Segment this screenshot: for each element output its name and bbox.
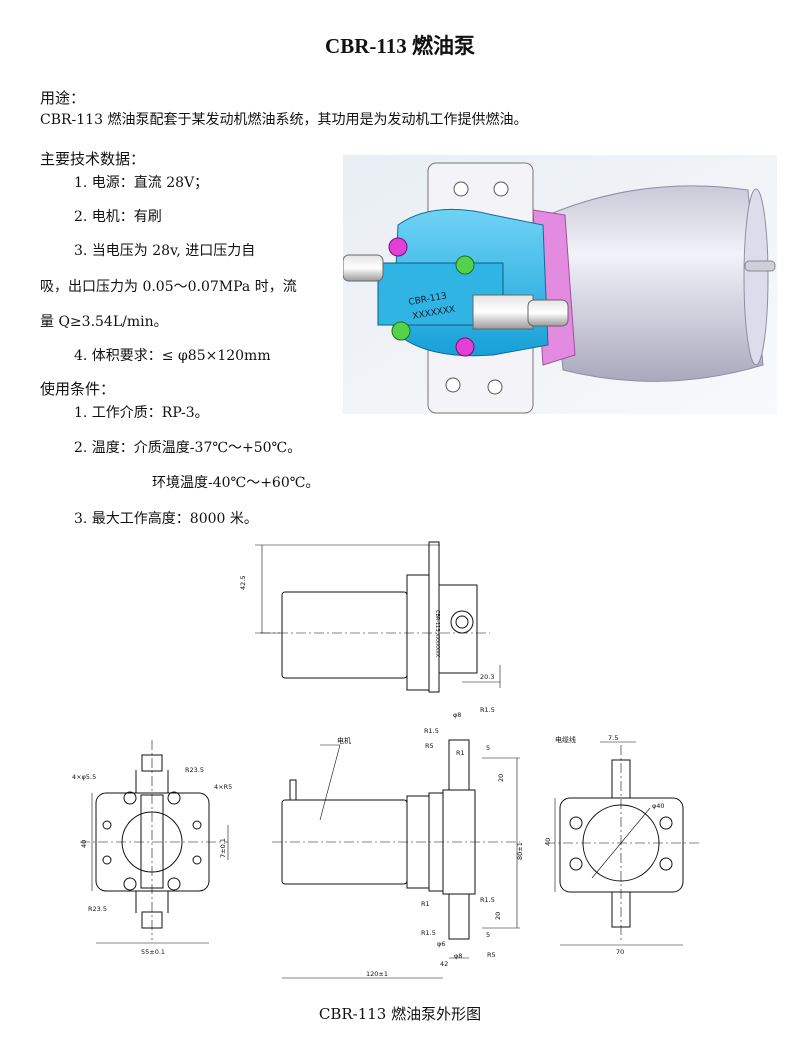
dim-r1-5-c: R1.5	[480, 896, 495, 904]
label-motor: 电机	[337, 736, 351, 745]
specs-heading: 主要技术数据：	[40, 150, 146, 168]
spec-item-3-line-2: 吸，出口压力为 0.05～0.07MPa 时，流	[40, 279, 297, 295]
dim-r1-a: R1	[456, 749, 465, 757]
page-title: CBR-113 燃油泵	[325, 34, 475, 58]
condition-item-2-line-1: 2. 温度：介质温度-37℃～+50℃。	[74, 440, 302, 456]
technical-drawing: 42.5 20.3 CBR-113 XXXXXXX R23.5 4×φ5.5 4…	[72, 541, 700, 979]
dim-120: 120±1	[366, 970, 388, 978]
dim-r1-b: R1	[421, 900, 430, 908]
spec-item-3-line-1: 3. 当电压为 28v, 进口压力自	[74, 243, 256, 259]
dim-7-0-1: 7±0.1	[219, 838, 227, 858]
spec-item-3-line-3: 量 Q≥3.54L/min。	[40, 314, 168, 330]
spec-item-2: 2. 电机：有刷	[74, 209, 162, 225]
dim-4x-r5: 4×R5	[214, 783, 232, 791]
label-cable: 电缆线	[555, 735, 576, 744]
dim-phi8-a: φ8	[453, 711, 461, 719]
spec-item-1: 1. 电源：直流 28V；	[74, 175, 209, 191]
dim-80-1: 80±1	[516, 842, 524, 860]
dim-20-3: 20.3	[480, 673, 494, 681]
dim-42: 42	[440, 960, 448, 968]
figure-caption: CBR-113 燃油泵外形图	[318, 1005, 482, 1023]
dim-4x-phi5-5: 4×φ5.5	[72, 773, 96, 781]
dim-5-a: 5	[486, 744, 490, 752]
dim-r23-5-bottom: R23.5	[88, 905, 107, 913]
side-label: CBR-113 XXXXXXX	[434, 610, 440, 658]
dim-42-5: 42.5	[239, 576, 247, 590]
dim-70: 70	[616, 948, 624, 956]
dim-phi8-b: φ8	[454, 952, 462, 960]
dim-40-left: 40	[80, 840, 88, 848]
dim-20-b: 20	[494, 912, 502, 920]
usage-heading: 用途：	[40, 89, 86, 107]
dim-r5-b: R5	[487, 951, 496, 959]
condition-item-1: 1. 工作介质：RP-3。	[74, 405, 209, 421]
dim-r23-5-top: R23.5	[185, 766, 204, 774]
pump-3d-render: CBR-113 XXXXXXX	[343, 155, 777, 414]
dim-phi40: φ40	[652, 802, 665, 810]
dim-phi6: φ6	[437, 940, 445, 948]
dim-7-5: 7.5	[608, 734, 618, 742]
condition-item-2-line-2: 环境温度-40℃～+60℃。	[152, 475, 320, 491]
dim-40-right: 40	[544, 838, 552, 846]
dim-55: 55±0.1	[141, 948, 165, 956]
spec-item-4: 4. 体积要求：≤ φ85×120mm	[74, 348, 271, 364]
dim-r1-5-d: R1.5	[421, 929, 436, 937]
dim-5-b: 5	[486, 931, 490, 939]
conditions-heading: 使用条件：	[40, 380, 116, 398]
usage-text: CBR-113 燃油泵配套于某发动机燃油系统，其功用是为发动机工作提供燃油。	[40, 112, 528, 128]
dim-r1-5-a: R1.5	[424, 727, 439, 735]
condition-item-3: 3. 最大工作高度：8000 米。	[74, 511, 258, 527]
dim-20: 20	[497, 774, 505, 782]
dim-r5-a: R5	[425, 742, 434, 750]
dim-r1-5-b: R1.5	[480, 706, 495, 714]
